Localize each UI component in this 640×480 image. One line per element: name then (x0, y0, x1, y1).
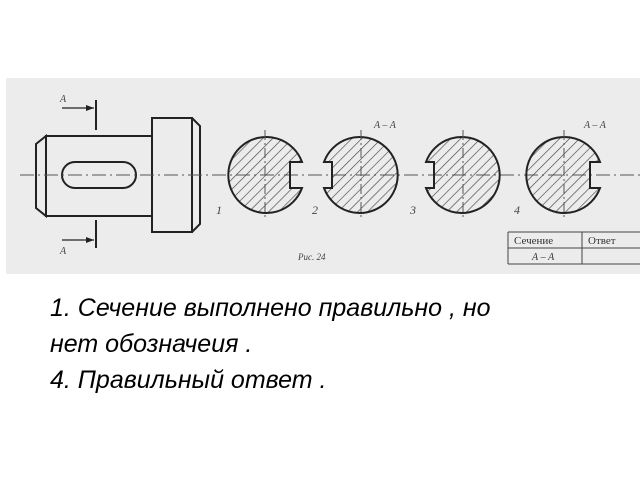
table-cell-section: А – А (531, 252, 555, 263)
variant-number-2: 2 (312, 203, 318, 217)
table-header-answer: Ответ (588, 235, 616, 247)
answer-table (507, 231, 640, 265)
section-variant-1 (227, 130, 304, 220)
answer-line-3: 4. Правильный ответ . (50, 366, 327, 394)
section-label-bottom: A (59, 246, 67, 257)
variant-number-1: 1 (216, 203, 222, 217)
section-variant-3 (424, 130, 501, 220)
answer-line-2: нет обозначеия . (50, 330, 253, 358)
figure-caption: Рис. 24 (297, 252, 326, 262)
section-variant-2 (322, 130, 399, 220)
answer-text: 1. Сечение выполнено правильно , но нет … (50, 290, 491, 398)
section-title-4: A – A (583, 120, 607, 131)
drawing-svg: A A A – A A – A 1 2 3 4 Рис. 24 (20, 94, 640, 265)
section-title-2: A – A (373, 120, 397, 131)
drawing-figure: A A A – A A – A 1 2 3 4 Рис. 24 (6, 78, 640, 274)
section-label-top: A (59, 94, 67, 105)
section-plane-marker (62, 100, 97, 248)
table-header-section: Сечение (514, 235, 553, 247)
variant-number-3: 3 (409, 203, 416, 217)
variant-number-4: 4 (514, 203, 520, 217)
section-variant-4 (525, 130, 602, 220)
answer-line-1: 1. Сечение выполнено правильно , но (50, 294, 491, 322)
